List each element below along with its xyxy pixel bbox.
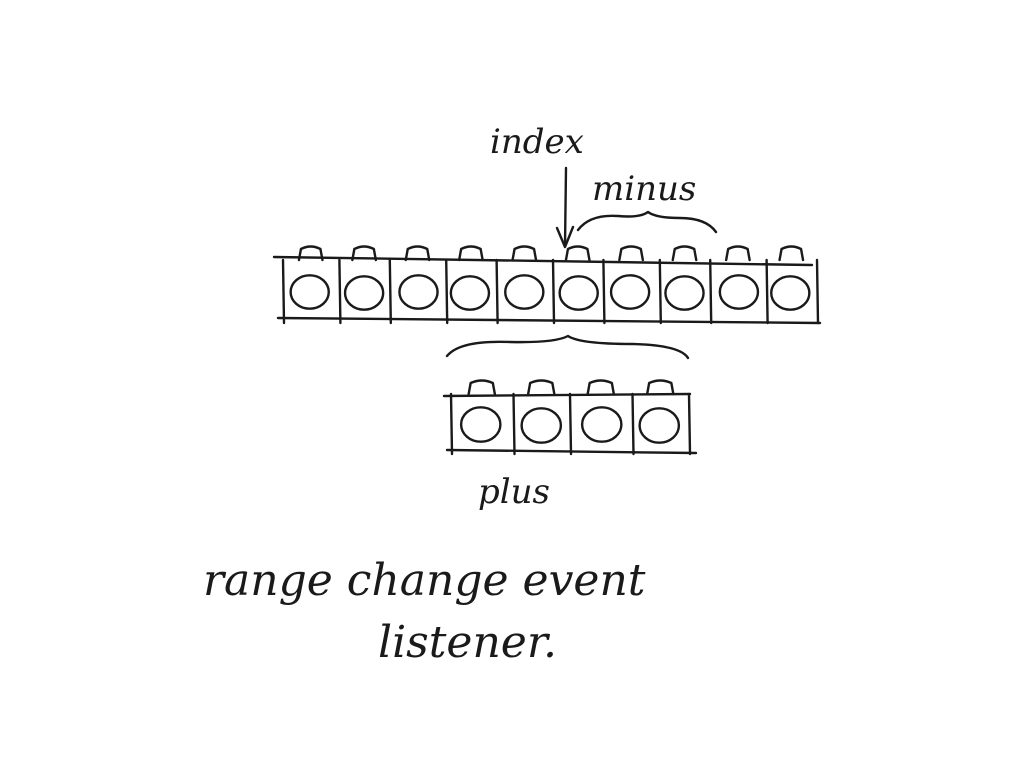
top-array-cell-element — [398, 274, 439, 310]
top-array-cell-tab — [404, 245, 431, 262]
top-array-cell-divider — [765, 258, 769, 325]
top-array-cell-element — [770, 275, 811, 311]
bottom-array-cell-tab — [467, 379, 497, 396]
top-array-cell-tab — [671, 245, 698, 262]
top-array-cell-element — [664, 275, 705, 311]
label-minus: minus — [592, 169, 696, 209]
top-array-top-edge — [272, 255, 814, 267]
bottom-array-cell-divider — [449, 392, 454, 456]
label-plus: plus — [478, 472, 550, 512]
bottom-array-cell-divider — [631, 392, 635, 456]
top-array-cell-divider — [709, 258, 713, 325]
bottom-array-cell-element — [580, 406, 623, 443]
top-array-cell-tab — [724, 245, 751, 262]
bottom-array-cell-element — [459, 406, 502, 443]
index-arrow-shaft — [563, 166, 568, 248]
top-array-bottom-edge — [276, 316, 822, 325]
bottom-array-cell-divider — [687, 392, 692, 456]
top-array-cell-divider — [551, 258, 556, 325]
top-array-cell-tab — [618, 245, 645, 262]
bottom-array-cell-element — [638, 407, 681, 444]
minus-brace — [576, 210, 718, 234]
top-array-cell-element — [718, 274, 760, 310]
top-array-cell-divider — [388, 258, 392, 325]
index-arrow — [555, 166, 575, 249]
top-array-cell-element — [449, 275, 491, 311]
top-array-cell-divider — [602, 258, 606, 325]
top-array-cell-divider — [658, 258, 662, 325]
top-array — [272, 245, 822, 325]
bottom-array-top-edge — [442, 392, 692, 398]
top-array-cell-divider — [445, 258, 449, 325]
top-array-cell-divider — [495, 258, 499, 325]
bottom-array-cell-divider — [568, 392, 573, 456]
bottom-array-cell-tab — [586, 379, 616, 396]
top-array-cell-element — [504, 274, 545, 310]
label-index: index — [490, 122, 584, 162]
top-array-cell-element — [343, 275, 385, 311]
top-array-cell-divider — [281, 258, 286, 325]
top-array-cell-tab — [778, 245, 805, 262]
caption-line-2: listener. — [378, 617, 557, 668]
caption-line-1: range change event — [203, 555, 646, 606]
bottom-array-cell-tab — [526, 379, 556, 396]
bottom-array — [442, 379, 698, 456]
bottom-array-cell-element — [520, 407, 563, 444]
bottom-array-cell-tab — [645, 379, 675, 396]
top-array-cell-element — [289, 274, 330, 310]
top-array-cell-tab — [297, 245, 324, 262]
top-array-cell-divider — [815, 258, 820, 325]
top-array-cell-element — [609, 274, 651, 310]
top-array-cell-divider — [338, 258, 342, 325]
index-arrow-head — [555, 225, 575, 249]
top-array-cell-element — [558, 275, 599, 311]
plus-brace — [445, 334, 690, 360]
top-array-cell-tab — [511, 245, 538, 262]
top-array-cell-tab — [351, 245, 378, 262]
top-array-cell-tab — [457, 245, 484, 262]
top-array-cell-tab — [564, 245, 591, 262]
bottom-array-cell-divider — [512, 392, 516, 456]
